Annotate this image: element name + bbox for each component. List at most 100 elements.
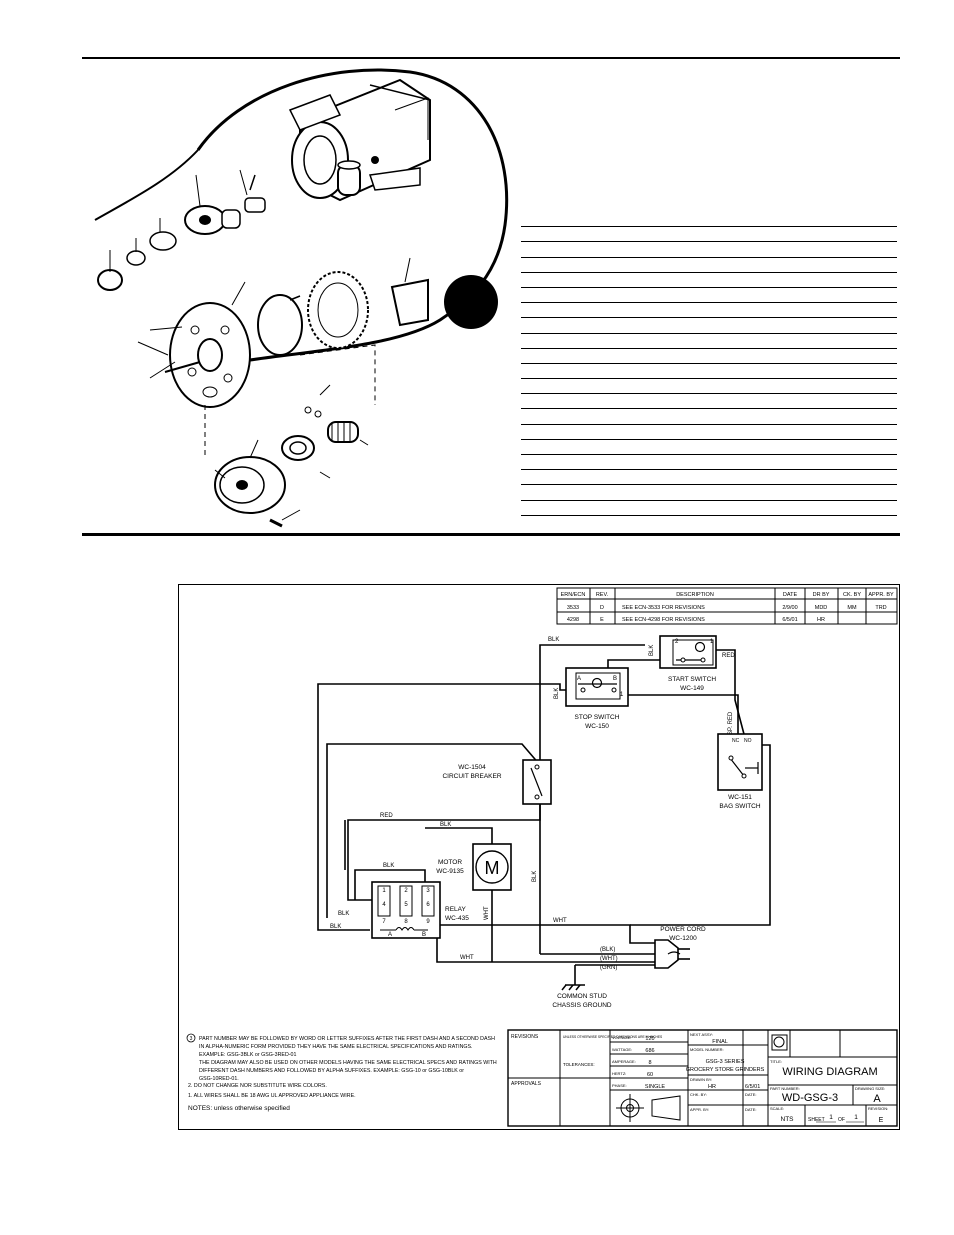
- tb-revisions-label: REVISIONS: [511, 1034, 539, 1040]
- power-cord-label: POWER CORD: [660, 926, 706, 933]
- wire-blk-motor: [425, 827, 493, 844]
- rev-header-apprby: APPR. BY: [868, 592, 894, 598]
- tb-appr-label: APPR. BY:: [690, 1107, 709, 1112]
- tb-of-label: OF: [838, 1117, 845, 1123]
- stop-switch-label: STOP SWITCH: [575, 714, 620, 721]
- bag-switch-part: WC-151: [728, 794, 752, 801]
- rev-row2-desc: SEE ECN-4298 FOR REVISIONS: [622, 617, 705, 623]
- wiring-diagram-sheet: [178, 584, 900, 1130]
- wire-label-sp-red: SP. RED: [728, 711, 734, 735]
- wire-label-blk-motor: BLK: [440, 822, 451, 828]
- tb-title: WIRING DIAGRAM: [782, 1066, 877, 1078]
- note-1: 1. ALL WIRES SHALL BE 18 AWG UL APPROVED…: [188, 1093, 356, 1099]
- rev-row1-drby: MDD: [815, 605, 828, 611]
- rev-row2-drby: HR: [817, 617, 825, 623]
- tb-part-label: PART NUMBER:: [770, 1086, 800, 1091]
- rev-row1-rev: D: [600, 605, 604, 611]
- wire-label-red-start: RED: [722, 653, 735, 659]
- revision-table: ERN/ECN REV. DESCRIPTION DATE DR BY CK. …: [556, 587, 898, 625]
- relay-term-2: 2: [404, 888, 408, 894]
- tb-revision: E: [879, 1117, 884, 1124]
- tb-drawn-label: DRAWN BY:: [690, 1077, 712, 1082]
- circuit-breaker: [522, 759, 552, 805]
- relay-coil-b: B: [422, 932, 426, 938]
- detail-callout-circle: [444, 275, 498, 329]
- relay-term-5: 5: [404, 902, 408, 908]
- bag-switch-term-nc: NC: [732, 738, 740, 744]
- tb-model-line2: GROCERY STORE GRINDERS: [686, 1067, 765, 1073]
- note-2: 2. DO NOT CHANGE NOR SUBSTITUTE WIRE COL…: [188, 1083, 327, 1089]
- cord-wht-label: (WHT): [600, 956, 618, 962]
- tb-sheet-label: SHEET: [808, 1117, 825, 1123]
- wire-wht-main: [437, 924, 660, 944]
- bag-switch: [717, 733, 763, 791]
- relay-term-7: 7: [382, 919, 386, 925]
- tb-date-label-2: DATE:: [745, 1107, 756, 1112]
- exploded-parts-illustration: [94, 68, 509, 528]
- note-3-line-b: IN ALPHA-NUMERIC FORM PROVIDED THEY HAVE…: [199, 1044, 473, 1050]
- tb-voltage-label: VOLTAGE:: [612, 1035, 631, 1040]
- wire-wht-relay: [436, 938, 655, 963]
- start-switch-part: WC-149: [680, 685, 704, 692]
- tb-phase: SINGLE: [645, 1084, 666, 1090]
- rev-header-drby: DR BY: [813, 592, 830, 598]
- wire-label-wht-mid: WHT: [553, 918, 567, 924]
- relay-term-9: 9: [426, 919, 430, 925]
- relay-term-3: 3: [426, 888, 430, 894]
- wire-breaker-bottom: [347, 800, 541, 901]
- relay-term-8: 8: [404, 919, 408, 925]
- relay: [371, 881, 441, 939]
- tb-wattage: 686: [645, 1048, 654, 1054]
- wire-label-blk-left1: BLK: [338, 911, 349, 917]
- wire-label-blk-start: BLK: [649, 645, 655, 656]
- tb-next-assy: FINAL: [712, 1039, 728, 1045]
- stop-switch-term-b: B: [613, 676, 617, 682]
- stop-switch: [565, 667, 629, 707]
- ground-label-2: CHASSIS GROUND: [552, 1002, 612, 1009]
- tb-next-assy-label: NEXT ASSY:: [690, 1032, 713, 1037]
- rev-row2-date: 6/5/01: [782, 617, 797, 623]
- tb-date-label-1: DATE:: [745, 1092, 756, 1097]
- cord-grn-label: (GRN): [600, 965, 617, 971]
- relay-term-1: 1: [382, 888, 386, 894]
- ground-label-1: COMMON STUD: [557, 993, 607, 1000]
- motor-symbol: [472, 843, 512, 891]
- wire-label-blk-stop: BLK: [554, 688, 560, 699]
- grinder-plate-assembly: [137, 257, 429, 408]
- tb-title-label: TITLE:: [770, 1059, 782, 1064]
- relay-coil-a: A: [388, 932, 392, 938]
- wire-label-blk-top: BLK: [548, 637, 559, 643]
- wire-label-blk-left2: BLK: [330, 924, 341, 930]
- note-3-line-a: PART NUMBER MAY BE FOLLOWED BY WORD OR L…: [199, 1036, 495, 1042]
- tb-part-number: WD-GSG-3: [782, 1092, 838, 1104]
- start-switch-label: START SWITCH: [668, 676, 716, 683]
- tb-size: A: [873, 1093, 881, 1105]
- third-angle-projection-icon: [616, 1094, 681, 1122]
- note-3-line-d: THE DIAGRAM MAY ALSO BE USED ON OTHER MO…: [199, 1060, 497, 1066]
- motor-symbol-letter: M: [485, 858, 500, 878]
- start-switch: [659, 635, 717, 669]
- power-cord-plug: [654, 939, 690, 969]
- start-switch-term-2: 2: [675, 639, 679, 645]
- tb-amperage: 8: [648, 1060, 651, 1066]
- relay-part: WC-435: [445, 915, 469, 922]
- wire-bag-right: [630, 744, 771, 926]
- wire-label-wht-vert: WHT: [484, 906, 490, 920]
- detail-bubble-arc: [196, 68, 509, 362]
- title-block: [507, 1029, 898, 1127]
- wire-stop-b-bag: [625, 694, 739, 740]
- upper-shaft-parts: [97, 169, 266, 291]
- note-3-line-f: GSG-10RED-01.: [199, 1076, 239, 1082]
- rev-row1-apprby: TRD: [875, 605, 886, 611]
- lower-housing-parts: [214, 384, 369, 528]
- wire-label-blk-relay: BLK: [383, 863, 394, 869]
- note-3-line-c: EXAMPLE: GSG-3BLK or GSG-3RED-01: [199, 1052, 296, 1058]
- tb-tol-label: TOLERANCES:: [563, 1062, 595, 1067]
- breaker-part: WC-1504: [458, 764, 486, 771]
- tb-drawn: HR: [708, 1084, 716, 1090]
- tb-hertz: 60: [647, 1072, 653, 1078]
- tb-chk-label: CHK. BY:: [690, 1092, 707, 1097]
- start-switch-term-1: 1: [710, 639, 714, 645]
- stop-switch-part: WC-150: [585, 723, 609, 730]
